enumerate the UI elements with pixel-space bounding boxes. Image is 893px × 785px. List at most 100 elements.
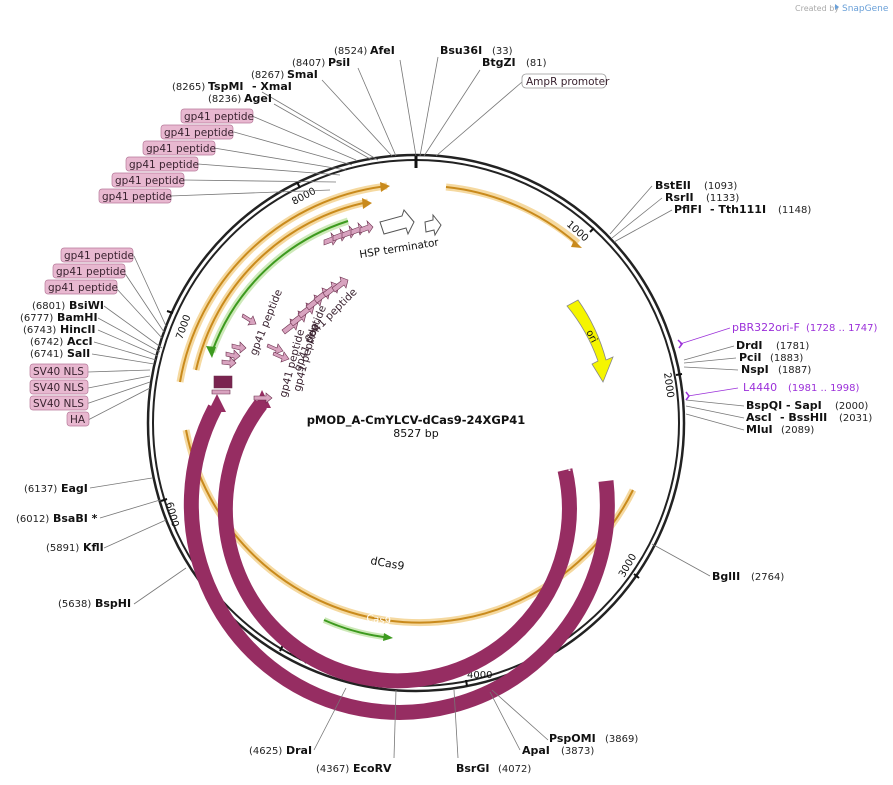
enzyme-pos: (6777) bbox=[20, 313, 53, 324]
enzyme-pspomi[interactable]: PspOMI bbox=[549, 732, 596, 745]
ampr-promoter-box[interactable] bbox=[521, 73, 607, 89]
gp41-box[interactable] bbox=[180, 108, 254, 124]
sv40-nls-box[interactable] bbox=[29, 363, 89, 379]
enzyme-pos: (8524) bbox=[334, 46, 367, 57]
leader-line bbox=[103, 519, 167, 549]
plasmid-name: pMOD_A-CmYLCV-dCas9-24XGP41 bbox=[307, 413, 526, 428]
gp41-box[interactable] bbox=[160, 124, 234, 140]
ori-label: ori bbox=[583, 328, 599, 345]
leader-line bbox=[683, 366, 739, 371]
tick-mark bbox=[160, 498, 168, 502]
leader-line bbox=[489, 691, 521, 751]
sv40-nls-label: SV40 NLS bbox=[33, 382, 84, 394]
enzyme-bsteii[interactable]: BstEII bbox=[655, 179, 691, 192]
gp41-box-label: gp41 peptide bbox=[48, 282, 118, 294]
enzyme-ecorv[interactable]: EcoRV bbox=[353, 762, 392, 775]
enzyme-xmai[interactable]: - XmaI bbox=[252, 80, 292, 93]
enzyme-nspi[interactable]: NspI bbox=[741, 363, 769, 376]
enzyme-tspmi[interactable]: TspMI bbox=[208, 80, 244, 93]
gp41-arrow-cluster-top bbox=[323, 220, 374, 246]
gp41-box-label: gp41 peptide bbox=[146, 143, 216, 155]
enzyme-asci[interactable]: AscI bbox=[746, 411, 772, 424]
leader-line bbox=[85, 381, 151, 405]
enzyme-sali[interactable]: SalI bbox=[67, 347, 90, 360]
enzyme-bsshii[interactable]: - BssHII bbox=[780, 411, 827, 424]
inner-orange-arc bbox=[195, 201, 369, 371]
leader-line bbox=[103, 305, 163, 349]
tick-mark bbox=[675, 373, 683, 376]
enzyme-pos: (6741) bbox=[30, 349, 63, 360]
enzyme-pcii[interactable]: PciI bbox=[739, 351, 761, 364]
enzyme-eagi[interactable]: EagI bbox=[61, 482, 88, 495]
enzyme-drdi[interactable]: DrdI bbox=[736, 339, 763, 352]
enzyme-sapi[interactable]: - SapI bbox=[786, 399, 822, 412]
primer-pbr322ori-f[interactable]: pBR322ori-F bbox=[732, 321, 800, 334]
enzyme-rsrii[interactable]: RsrII bbox=[665, 191, 694, 204]
enzyme-pos: (6743) bbox=[23, 325, 56, 336]
gp41-box[interactable] bbox=[125, 156, 199, 172]
leader-line bbox=[233, 131, 353, 166]
gp41-box[interactable] bbox=[52, 263, 126, 279]
ha-box[interactable] bbox=[66, 411, 90, 427]
gp41-box[interactable] bbox=[44, 279, 118, 295]
hsp-terminator-arrow bbox=[379, 208, 415, 236]
enzyme-tth111i[interactable]: - Tth111I bbox=[710, 203, 766, 216]
enzyme-bglii[interactable]: BglII bbox=[712, 570, 740, 583]
tick-2000: 2000 bbox=[661, 372, 675, 399]
enzyme-afei[interactable]: AfeI bbox=[370, 44, 395, 57]
sv40-nls-box[interactable] bbox=[29, 395, 89, 411]
enzyme-kfli[interactable]: KflI bbox=[83, 541, 104, 554]
enzyme-hincii[interactable]: HincII bbox=[60, 323, 96, 336]
enzyme-bspqi[interactable]: BspQI bbox=[746, 399, 782, 412]
enzyme-agei[interactable]: AgeI bbox=[244, 92, 272, 105]
gp41-arrow bbox=[253, 392, 273, 404]
enzyme-bsabi[interactable]: BsaBI * bbox=[53, 512, 98, 525]
enzyme-drai[interactable]: DraI bbox=[286, 744, 312, 757]
enzyme-mlui[interactable]: MluI bbox=[746, 423, 773, 436]
enzyme-apai[interactable]: ApaI bbox=[522, 744, 550, 757]
leader-line bbox=[273, 103, 373, 161]
enzyme-bsphi[interactable]: BspHI bbox=[95, 597, 131, 610]
enzyme-smai[interactable]: SmaI bbox=[287, 68, 318, 81]
leader-line bbox=[613, 209, 673, 243]
leader-line bbox=[183, 179, 337, 183]
gp41-box-label: gp41 peptide bbox=[184, 111, 254, 123]
gp41-box[interactable] bbox=[98, 188, 172, 204]
enzyme-bsiwi[interactable]: BsiWI bbox=[69, 299, 104, 312]
enzyme-pos: (6137) bbox=[24, 484, 57, 495]
enzyme-pos: (8236) bbox=[208, 94, 241, 105]
gp41-boxes-top: gp41 peptide gp41 peptide gp41 peptide g… bbox=[98, 108, 254, 204]
ampr-arc bbox=[445, 186, 577, 244]
enzyme-pos: (4367) bbox=[316, 764, 349, 775]
ampr-arrowhead bbox=[571, 240, 582, 248]
enzyme-bamhi[interactable]: BamHI bbox=[57, 311, 98, 324]
leader-line bbox=[123, 271, 165, 333]
dcas9-arc bbox=[217, 399, 577, 689]
left-orange-arrowhead bbox=[380, 182, 390, 192]
gp41-box[interactable] bbox=[111, 172, 185, 188]
sv40-nls-box[interactable] bbox=[29, 379, 89, 395]
leader-line bbox=[87, 369, 151, 373]
leader-line bbox=[133, 567, 187, 605]
gp41-box[interactable] bbox=[142, 140, 216, 156]
ampr-promoter-arrow bbox=[424, 213, 442, 237]
gp41-box[interactable] bbox=[60, 247, 134, 263]
enzyme-acci[interactable]: AccI bbox=[67, 335, 93, 348]
leader-line bbox=[197, 163, 341, 176]
green-top-arrowhead bbox=[206, 346, 216, 358]
enzyme-pos: (2000) bbox=[835, 401, 868, 412]
enzyme-pos: (81) bbox=[526, 58, 547, 69]
leader-line bbox=[213, 147, 347, 171]
enzyme-pos: (1148) bbox=[778, 205, 811, 216]
enzyme-psii[interactable]: PsiI bbox=[328, 56, 350, 69]
enzyme-bsu36i[interactable]: Bsu36I bbox=[440, 44, 482, 57]
leader-line bbox=[399, 59, 417, 157]
sv40-nls-label: SV40 NLS bbox=[33, 398, 84, 410]
enzyme-btgzi[interactable]: BtgZI bbox=[482, 56, 516, 69]
leader-line bbox=[393, 689, 397, 759]
enzyme-bsrgi[interactable]: BsrGI bbox=[456, 762, 489, 775]
primer-l4440[interactable]: L4440 bbox=[743, 381, 777, 394]
tick-mark bbox=[465, 679, 468, 687]
enzyme-pos: (2031) bbox=[839, 413, 872, 424]
enzyme-pflfi[interactable]: PflFI bbox=[674, 203, 702, 216]
